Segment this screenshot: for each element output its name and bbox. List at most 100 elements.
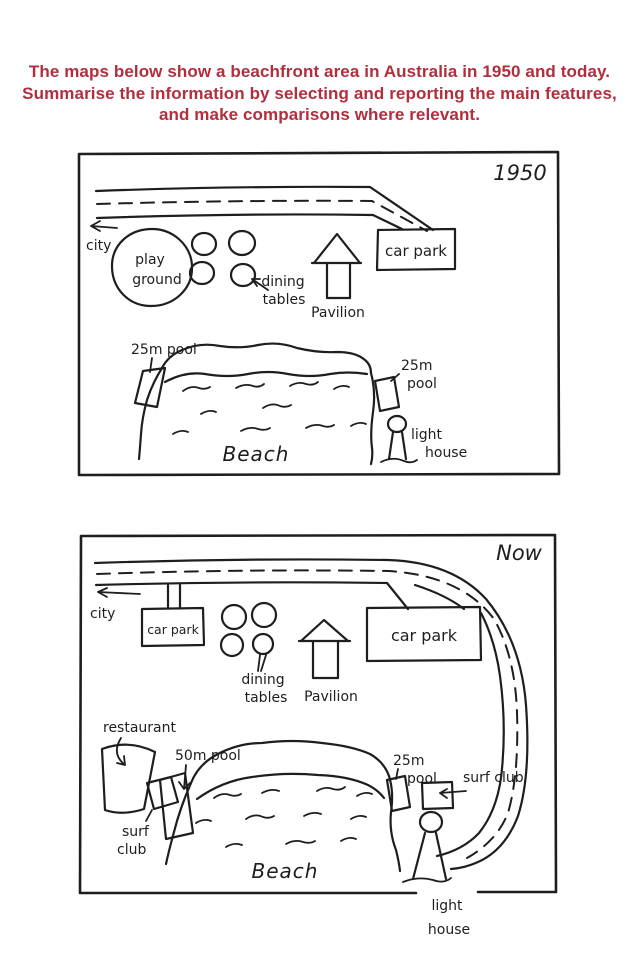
road-center-dashes [96, 569, 519, 859]
car-park-small-box [140, 606, 206, 648]
lighthouse-ground [380, 457, 418, 464]
car-park-large-box [365, 605, 483, 663]
surf-club-left-label-line1: surf [122, 824, 150, 840]
surf-club-left-now: surf club [117, 775, 180, 858]
instruction-line-3: and make comparisons where relevant. [158, 105, 481, 124]
surf-club-right-arrow-icon [439, 788, 467, 799]
pool-right-label-line2: pool [407, 376, 437, 392]
map-1950-title: 1950 [493, 161, 546, 185]
pool-50m-box [158, 771, 195, 841]
dining-pointer-icon [251, 278, 269, 291]
surf-club-left-label-line2: club [117, 842, 146, 858]
map-1950-panel: 1950 city play ground [77, 150, 561, 477]
road-bottom-edge [94, 581, 389, 587]
dining-table-circle [188, 260, 216, 286]
dining-table-circle [250, 601, 278, 629]
surf-club-right-now: surf club [420, 770, 524, 811]
beach-1950: Beach [137, 342, 376, 466]
car-park-1950: car park [375, 227, 457, 272]
dining-pointer-icon [257, 654, 267, 672]
playground-circle [110, 227, 194, 308]
restaurant-building [100, 743, 157, 814]
dining-tables-1950: dining tables [188, 229, 306, 308]
lighthouse-label-line1: light [411, 427, 443, 443]
restaurant-arrow-icon [115, 737, 126, 766]
lighthouse-lamp [386, 414, 408, 434]
city-label: city [86, 238, 111, 254]
dining-label-line2: tables [245, 690, 288, 706]
beach-right-edge [387, 774, 402, 873]
pavilion-1950: Pavilion [310, 232, 365, 321]
pavilion-label: Pavilion [304, 689, 358, 705]
car-park-small-label: car park [147, 622, 199, 637]
car-park-label: car park [385, 242, 447, 260]
dining-table-circle [190, 231, 218, 257]
beach-label: Beach [252, 859, 319, 883]
dining-table-circle [220, 603, 248, 631]
wave-marks [172, 381, 367, 435]
lighthouse-label-line2: house [425, 445, 467, 461]
road-carpark-entrance-left [385, 581, 410, 611]
lighthouse-lamp [418, 810, 444, 834]
lighthouse-label-line2: house [428, 922, 470, 938]
lighthouse-tower [387, 430, 408, 461]
dining-label-line1: dining [261, 274, 304, 290]
restaurant-label: restaurant [103, 720, 177, 736]
pavilion-now: Pavilion [297, 618, 358, 705]
dining-table-circle [251, 632, 275, 656]
road-center-dashes [96, 199, 428, 232]
pavilion-label: Pavilion [311, 305, 365, 321]
car-park-box [375, 227, 457, 272]
instruction-line-1: The maps below show a beachfront area in… [28, 62, 611, 81]
pool-left-label: 25m pool [131, 342, 197, 358]
car-park-large-now: car park [365, 605, 483, 663]
pool-right-label-line1: 25m [401, 358, 432, 374]
pavilion-arrow-shape [297, 618, 352, 680]
surf-club-right-label: surf club [463, 770, 524, 786]
pool-25m-left-1950: 25m pool [131, 342, 197, 409]
lighthouse-label-line1: light [431, 898, 463, 914]
road-outer-edge [93, 558, 529, 871]
map-now-title: Now [496, 541, 543, 565]
restaurant-now: restaurant [100, 720, 177, 814]
beach-back-edge [160, 342, 373, 375]
map-now-panel: Now city car park [78, 533, 558, 938]
instruction-line-2: Summarise the information by selecting a… [22, 83, 617, 103]
map-now-frame [78, 533, 558, 895]
pool-left-box [133, 366, 167, 409]
pool-right-box [373, 375, 401, 413]
playground-label-line2: ground [132, 272, 182, 288]
main-road-1950 [94, 185, 435, 232]
car-park-small-now: car park [140, 583, 206, 648]
pool-25m-box [385, 774, 412, 813]
surf-club-left-leader-line [145, 809, 153, 822]
dining-label-line2: tables [263, 292, 306, 308]
beach-left-edge [164, 781, 193, 866]
beach-left-edge [137, 366, 164, 461]
city-label: city [90, 606, 115, 622]
car-park-large-label: car park [391, 626, 458, 645]
road-inner-edge [435, 611, 505, 858]
playground-label-line1: play [135, 252, 165, 268]
beach-right-edge [369, 371, 376, 466]
city-arrow-icon [90, 220, 118, 232]
main-road-now [93, 558, 529, 871]
beach-back-edge [189, 739, 391, 785]
wave-marks [195, 786, 373, 848]
pool-25m-label-line1: 25m [393, 753, 424, 769]
surf-club-right-box [420, 780, 455, 811]
lighthouse-ground [402, 877, 452, 883]
dining-table-circle [229, 262, 257, 288]
beach-now: Beach [164, 739, 402, 883]
dining-table-circle [227, 229, 257, 257]
lighthouse-tower [411, 831, 448, 881]
lighthouse-1950: light house [380, 414, 467, 464]
road-top-edge [94, 185, 435, 232]
dining-label-line1: dining [241, 672, 284, 688]
beach-waterline [195, 772, 386, 801]
road-bottom-edge [95, 213, 404, 231]
lighthouse-now: light house [402, 810, 470, 938]
car-park-small-driveway [166, 583, 182, 610]
